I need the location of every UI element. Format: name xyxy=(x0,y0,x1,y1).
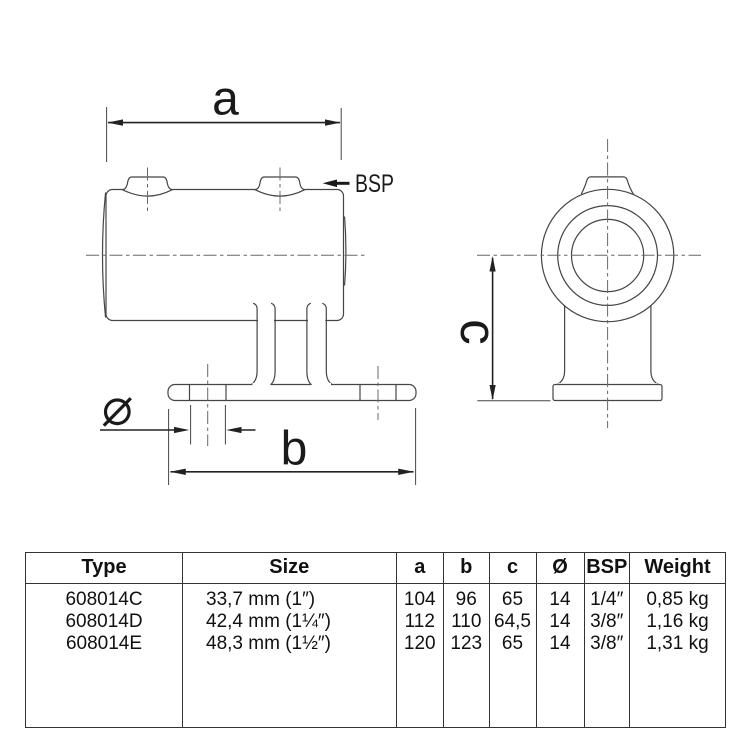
svg-text:a: a xyxy=(212,73,239,126)
svg-text:c: c xyxy=(450,319,507,345)
svg-text:BSP: BSP xyxy=(355,170,394,198)
svg-text:b: b xyxy=(281,423,308,476)
